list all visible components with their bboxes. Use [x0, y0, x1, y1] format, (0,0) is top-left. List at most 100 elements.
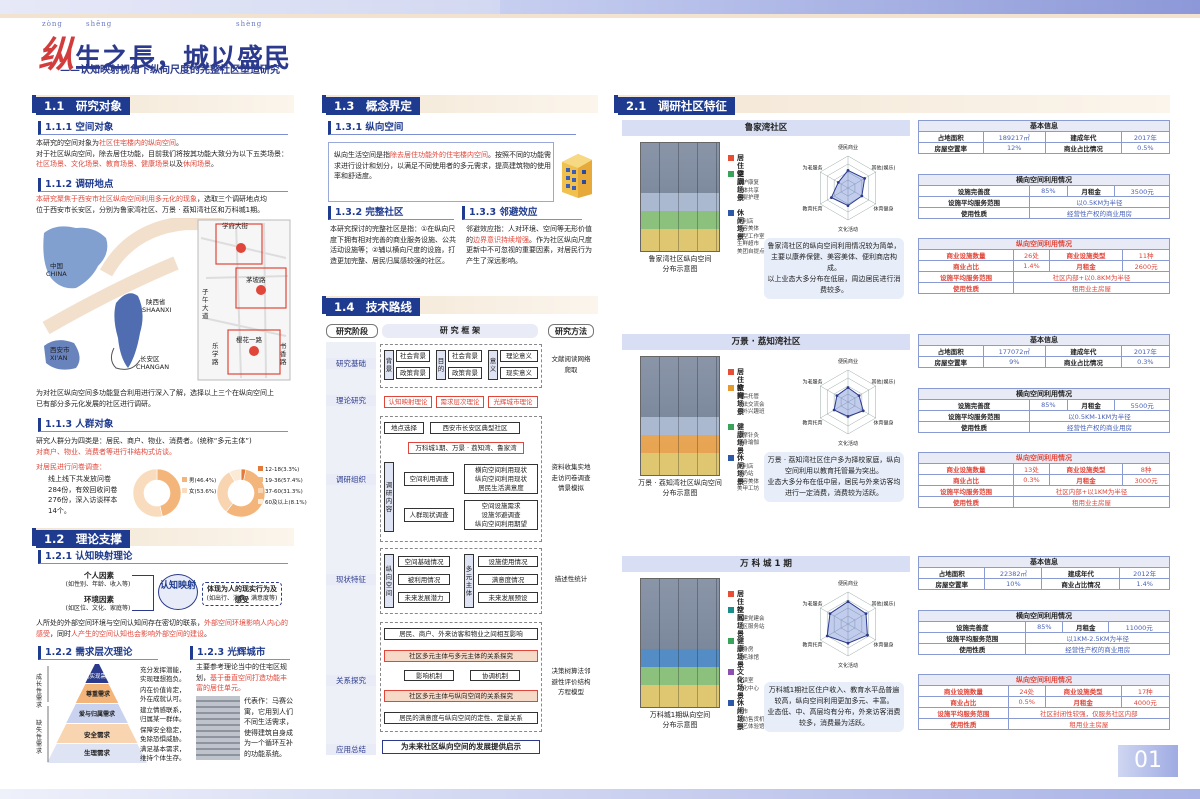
cog-personal: 个人因素 — [84, 571, 114, 580]
radar-axis-label: 其他(娱乐) — [872, 379, 896, 386]
bottom-bar — [0, 789, 1200, 799]
radar-axis-label: 休育健身 — [873, 206, 893, 213]
cog-personal-sub: (如性别、年龄、收入等) — [65, 581, 131, 588]
title-rest: 生之長，城以盛民 — [75, 44, 292, 74]
p-cognition: 人所处的外部空间环境与空间认知间存在密切的联系，外部空间环境影响人内心的感受，同… — [36, 619, 288, 638]
basis-bg2: 政策背景 — [396, 367, 430, 379]
rel-coord: 协调机制 — [470, 670, 520, 681]
legend-title: 健康场景 — [737, 422, 744, 455]
age-donut — [216, 468, 266, 518]
radar-axis-label: 其他(娱乐) — [872, 165, 896, 172]
p-crowd: 研究人群分为四类是：居民、商户、物业、消费者。(统称“多元主体”)对商户、物业、… — [36, 437, 252, 456]
radar-point — [846, 641, 850, 645]
pyramid-level-3 — [66, 704, 128, 723]
stage-summary: 应用总结 — [326, 744, 376, 755]
basis-aim: 目的 — [436, 350, 446, 380]
legend-items: 课后托管 书法交流会 课外兴趣班 — [737, 394, 765, 415]
method-2: 资料收集实地走访问卷调查情景模拟 — [551, 463, 591, 492]
basic-info-title: 基本信息 — [918, 334, 1170, 346]
pyr-level-3: 爱与归属需求 — [78, 711, 115, 718]
pyr-growth: 成长性需求 — [36, 674, 43, 709]
basis-bg1: 社会背景 — [396, 350, 430, 362]
legend-swatch — [728, 669, 734, 675]
radar-axis-label: 便民商业 — [838, 580, 858, 587]
basis-aim2: 政策背景 — [448, 367, 482, 379]
radar-axis-label: 教育托育 — [802, 206, 822, 213]
h-1-2-1: 1.2.1 认知映射理论 — [38, 550, 288, 564]
pyramid-level-2 — [75, 684, 119, 703]
h-1-1-2: 1.1.2 调研地点 — [38, 178, 288, 192]
radar-point — [832, 408, 836, 412]
legend-title: 休闲场景 — [737, 699, 744, 731]
theory-3: 光辉城市理论 — [488, 396, 538, 408]
radar-axis-label: 为老服务 — [802, 601, 822, 608]
map-road-6: 茅坡路 — [246, 276, 266, 284]
radar-axis — [847, 171, 876, 189]
cog-env: 环境因素 — [84, 595, 114, 604]
basis-sig1: 理论意义 — [500, 350, 538, 362]
section-2-1-header: 2.1 调研社区特征 — [614, 95, 1170, 115]
age-legend-item: 12-18(3.3%) — [258, 465, 308, 476]
p-radiant-city: 主要参考理论当中的住宅区规划，基于垂直空间打造功能丰富的居住单元。 — [196, 663, 287, 692]
location-map: 中国 CHINA 陕西省 SHAANXI 西安市 XI'AN 长安区 CHANG… — [36, 215, 294, 383]
p-nimby: 邻避效应指：人对环境、空间等无形价值的边界意识持续增强。作为社区纵向尺度更新中不… — [466, 225, 592, 265]
legend-items: 养护康复 医体共享 母婴护理 — [737, 180, 760, 201]
radar-point — [825, 634, 829, 638]
pyr-desc-3: 建立情感联系，归属某一群体。 — [140, 706, 186, 723]
section-1-3-header: 1.3 概念界定 — [322, 95, 598, 115]
building-illustration — [640, 142, 720, 252]
col-method: 研究方法 — [548, 324, 594, 338]
section-1-4-header: 1.4 技术路线 — [322, 296, 598, 316]
map-label-xian-en: XI'AN — [50, 354, 68, 362]
status-vertical: 纵向空间 — [384, 554, 394, 608]
gender-slice-1 — [132, 468, 163, 518]
radar-axis-label: 教育托育 — [802, 420, 822, 427]
pyr-level-4: 安全需求 — [84, 731, 110, 739]
poster-title: 纵生之長，城以盛民 zòng shēng shèng — [38, 20, 292, 78]
map-road-3: 樱花一路 — [236, 336, 262, 344]
basic-info-title: 基本信息 — [918, 556, 1170, 568]
map-label-changan-en: CHANGAN — [136, 363, 170, 371]
p-survey-site: 本研究聚焦于西安市社区纵向空间利用多元化的现象，选取三个调研地点均位于西安市长安… — [36, 195, 267, 214]
pyr-deficit: 缺失性需求 — [36, 720, 43, 755]
legend-swatch — [728, 385, 734, 391]
vertical-title: 纵向空间利用情况 — [918, 452, 1170, 464]
needs-pyramid: 成长性需求 缺失性需求 自我实现需求 尊重需求 爱与归属需求 安全需求 生理需求… — [36, 664, 188, 764]
radar-point — [846, 169, 850, 172]
radar-axis-label: 为老服务 — [802, 379, 822, 386]
radar-axis-label: 文化活动 — [838, 226, 858, 233]
radar-point — [865, 633, 869, 637]
route-crowd: 人群现状调查 — [404, 508, 454, 522]
legend-title: 健康场景 — [737, 170, 744, 202]
status-facility: 设施使用情况 — [478, 556, 538, 567]
radar-point — [836, 181, 840, 184]
basic-info-title: 基本信息 — [918, 120, 1170, 132]
ruby-2: shēng — [86, 20, 113, 28]
legend-items: 按摩针灸 健身瑜伽 — [737, 432, 760, 447]
legend-title: 健康场景 — [737, 637, 744, 669]
radar-axis — [820, 385, 849, 403]
basis-bg: 背景 — [384, 350, 394, 380]
gender-legend-item: 男(46.4%) — [182, 476, 222, 487]
basis-aim1: 社会背景 — [448, 350, 482, 362]
basis-sig2: 现实意义 — [500, 367, 538, 379]
radar-point — [846, 415, 850, 418]
legend-swatch — [728, 423, 734, 430]
radar-axis — [847, 385, 876, 403]
legend-title: 休闲场景 — [737, 453, 744, 486]
vertical-title: 纵向空间利用情况 — [918, 674, 1170, 686]
radar-axis-label: 其他(娱乐) — [872, 601, 896, 608]
radar-series — [830, 169, 866, 207]
radar-axis — [820, 607, 849, 625]
cog-env-sub: (如区位、文化、家庭等) — [65, 605, 131, 612]
rel-influence: 居民、商户、外来访客和物业之间相互影响 — [384, 628, 538, 640]
ruby-3: shèng — [236, 20, 263, 28]
age-slice-3 — [228, 468, 242, 483]
